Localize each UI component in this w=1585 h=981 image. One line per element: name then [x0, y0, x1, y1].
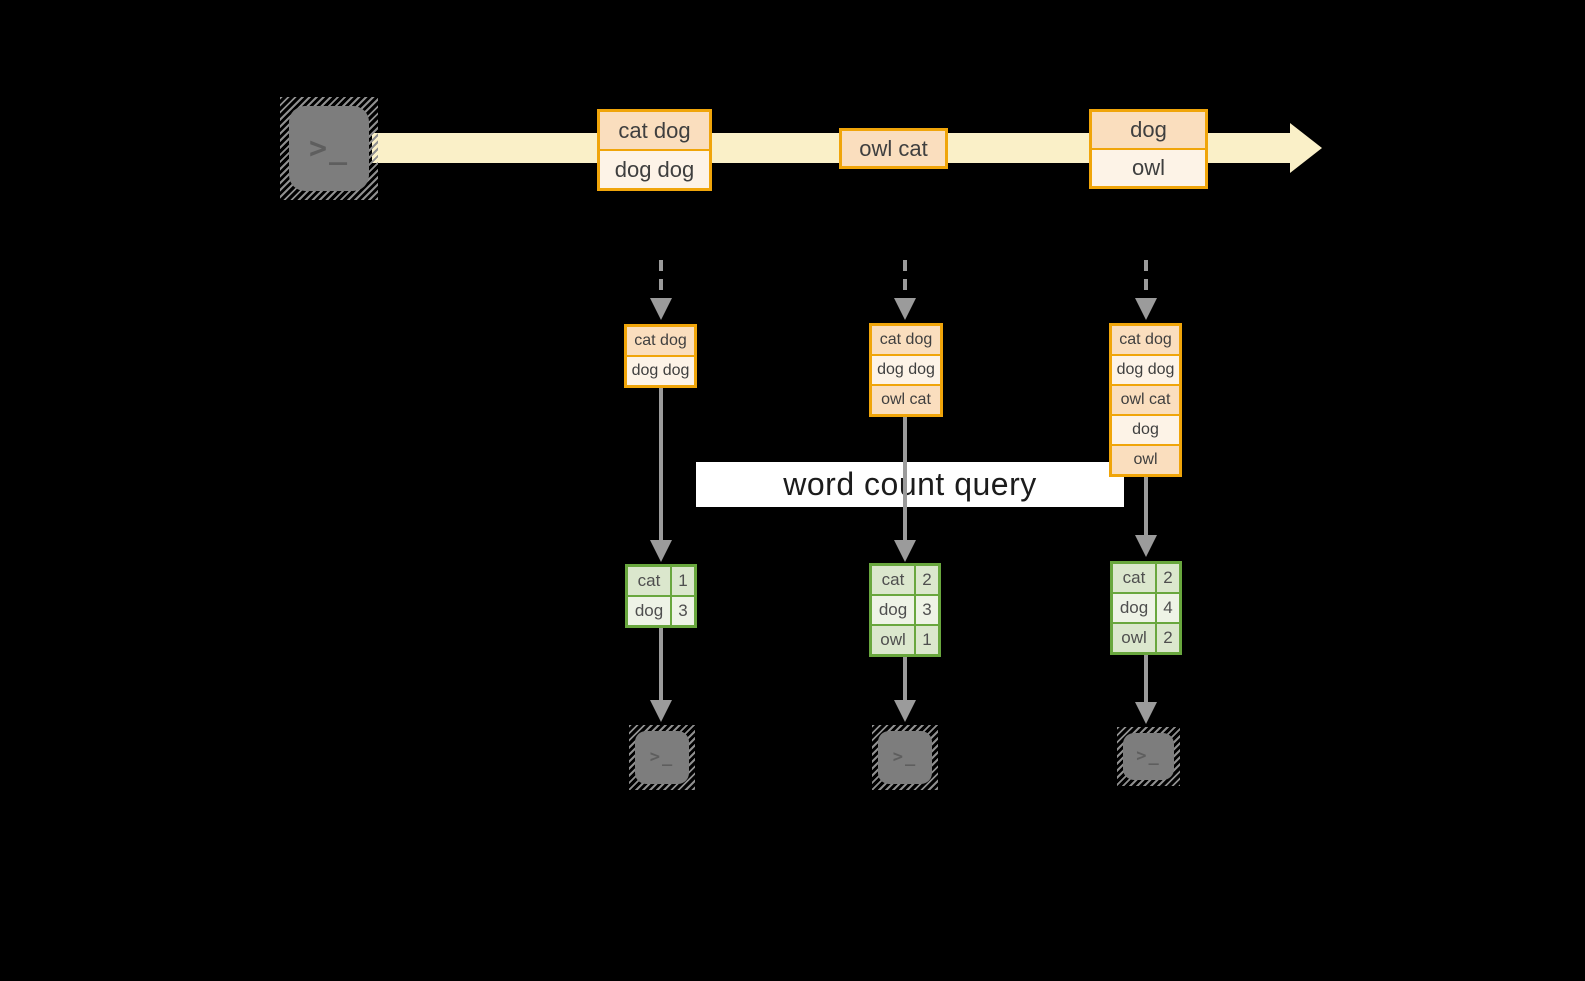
source-terminal-icon: >_ — [280, 97, 378, 200]
microbatch-stack-3: cat dog dog dog owl cat dog owl — [1109, 323, 1182, 477]
word-count-table-3: cat 2 dog 4 owl 2 — [1110, 561, 1182, 655]
sink-terminal-icon-3: >_ — [1117, 727, 1180, 786]
terminal-icon: >_ — [878, 731, 932, 784]
word-cell: dog — [1113, 594, 1155, 622]
word-cell: owl — [1113, 624, 1155, 652]
arrow-line — [903, 657, 907, 700]
batch-row: cat dog — [600, 112, 709, 149]
count-cell: 1 — [916, 626, 938, 654]
stack-row: owl cat — [1112, 384, 1179, 414]
batch-row: dog — [1092, 112, 1205, 148]
batch-row: owl — [1092, 148, 1205, 186]
stack-row: dog dog — [872, 354, 940, 384]
stack-row: dog — [1112, 414, 1179, 444]
microbatch-stack-1: cat dog dog dog — [624, 324, 697, 388]
count-cell: 2 — [1157, 624, 1179, 652]
word-count-table-1: cat 1 dog 3 — [625, 564, 697, 628]
terminal-prompt-glyph: >_ — [308, 130, 350, 166]
stream-batch-box-2: owl cat — [839, 128, 948, 169]
arrowhead-icon — [650, 700, 672, 722]
dashed-arrow-line — [659, 260, 663, 300]
stream-arrowhead-icon — [1290, 123, 1322, 173]
dashed-arrow-line — [1144, 260, 1148, 300]
count-cell: 2 — [916, 566, 938, 594]
stack-row: owl — [1112, 444, 1179, 474]
batch-row: dog dog — [600, 149, 709, 188]
stack-row: cat dog — [1112, 326, 1179, 354]
stack-row: cat dog — [872, 326, 940, 354]
word-cell: owl — [872, 626, 914, 654]
arrow-line — [659, 628, 663, 700]
terminal-icon: >_ — [1123, 733, 1174, 780]
terminal-prompt-glyph: >_ — [649, 747, 675, 767]
count-cell: 3 — [916, 596, 938, 624]
word-cell: cat — [628, 567, 670, 595]
terminal-prompt-glyph: >_ — [1136, 746, 1161, 766]
count-cell: 3 — [672, 597, 694, 625]
terminal-icon: >_ — [289, 106, 369, 191]
dashed-arrow-line — [903, 260, 907, 300]
arrowhead-icon — [650, 540, 672, 562]
count-cell: 1 — [672, 567, 694, 595]
word-cell: cat — [872, 566, 914, 594]
word-cell: dog — [628, 597, 670, 625]
sink-terminal-icon-1: >_ — [629, 725, 695, 790]
terminal-icon: >_ — [635, 731, 689, 784]
arrow-line — [1144, 477, 1148, 535]
word-cell: dog — [872, 596, 914, 624]
dashed-arrowhead-icon — [894, 298, 916, 320]
stack-row: owl cat — [872, 384, 940, 414]
word-cell: cat — [1113, 564, 1155, 592]
dashed-arrowhead-icon — [1135, 298, 1157, 320]
arrowhead-icon — [894, 540, 916, 562]
terminal-prompt-glyph: >_ — [892, 747, 918, 767]
sink-terminal-icon-2: >_ — [872, 725, 938, 790]
stream-batch-box-3: dog owl — [1089, 109, 1208, 189]
arrow-line — [1144, 655, 1148, 702]
arrowhead-icon — [1135, 535, 1157, 557]
arrow-line — [903, 417, 907, 540]
count-cell: 2 — [1157, 564, 1179, 592]
stack-row: cat dog — [627, 327, 694, 355]
microbatch-stack-2: cat dog dog dog owl cat — [869, 323, 943, 417]
query-label: word count query — [783, 466, 1037, 502]
query-label-box: word count query — [696, 462, 1124, 507]
stack-row: dog dog — [1112, 354, 1179, 384]
stream-batch-box-1: cat dog dog dog — [597, 109, 712, 191]
dashed-arrowhead-icon — [650, 298, 672, 320]
arrowhead-icon — [894, 700, 916, 722]
word-count-table-2: cat 2 dog 3 owl 1 — [869, 563, 941, 657]
count-cell: 4 — [1157, 594, 1179, 622]
arrowhead-icon — [1135, 702, 1157, 724]
batch-row: owl cat — [842, 131, 945, 166]
stack-row: dog dog — [627, 355, 694, 385]
arrow-line — [659, 388, 663, 540]
